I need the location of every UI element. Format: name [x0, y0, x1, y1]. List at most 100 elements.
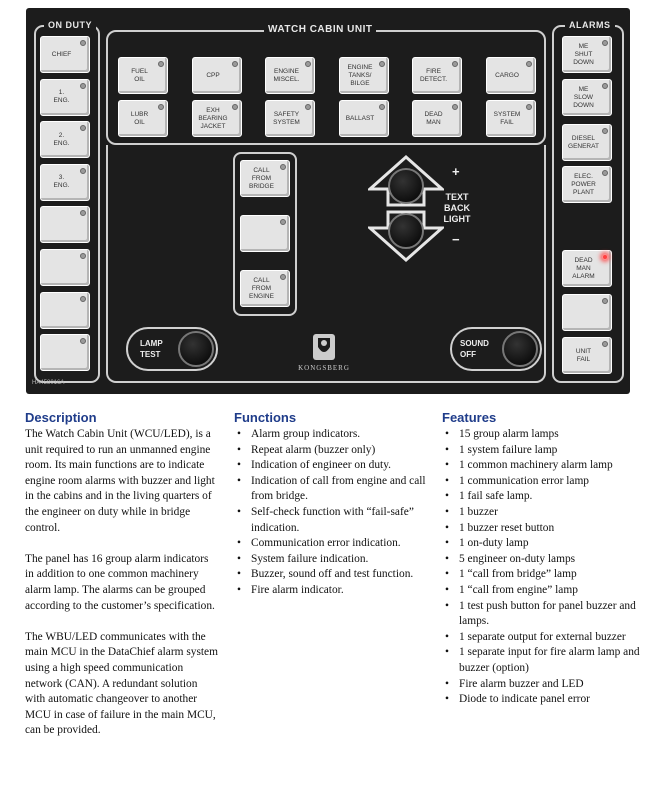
- on-duty-button-label: [44, 250, 79, 285]
- indicator-led-icon: [305, 61, 311, 67]
- group-button-label: ENGINE TANKS/ BILGE: [347, 63, 373, 87]
- indicator-led-icon: [80, 210, 86, 217]
- alarm-button-label: ME SHUT DOWN: [573, 42, 594, 66]
- alarm-button-label: DIESEL GENERAT: [568, 134, 599, 150]
- call-call-from-bridge-button[interactable]: CALL FROM BRIDGE: [240, 160, 290, 197]
- group-ballast-button[interactable]: BALLAST: [338, 100, 389, 137]
- description-section: Description The Watch Cabin Unit (WCU/LE…: [25, 410, 220, 754]
- description-paragraph: The Watch Cabin Unit (WCU/LED), is a uni…: [25, 428, 215, 534]
- group-button-label: ENGINE MISCEL.: [273, 67, 300, 83]
- backlight-up-knob[interactable]: [388, 168, 424, 204]
- features-section: Features 15 group alarm lamps1 system fa…: [442, 410, 642, 708]
- call-frame: [233, 152, 297, 316]
- group-engine-tanks-bilge-button[interactable]: ENGINE TANKS/ BILGE: [338, 57, 389, 94]
- functions-list-item: Repeat alarm (buzzer only): [234, 443, 426, 459]
- call-call-from-engine-button[interactable]: CALL FROM ENGINE: [240, 270, 290, 307]
- group-safety-system-button[interactable]: SAFETY SYSTEM: [265, 100, 315, 137]
- group-button-label: FIRE DETECT.: [419, 67, 448, 83]
- group-button-label: BALLAST: [345, 114, 375, 122]
- functions-list-item: Fire alarm indicator.: [234, 583, 426, 599]
- on-duty-3-eng-button[interactable]: 3. ENG.: [40, 163, 90, 201]
- indicator-led-icon: [378, 61, 385, 67]
- indicator-led-icon: [80, 253, 86, 259]
- on-duty-2-eng-button[interactable]: 2. ENG.: [40, 121, 90, 159]
- features-list-item: 15 group alarm lamps: [442, 427, 642, 443]
- features-list-item: 1 system failure lamp: [442, 443, 642, 459]
- on-duty-chief-button[interactable]: CHIEF: [40, 36, 90, 73]
- on-duty-1-eng-button[interactable]: 1. ENG.: [40, 78, 90, 116]
- functions-section: Functions Alarm group indicators.Repeat …: [234, 410, 426, 599]
- indicator-led-icon: [80, 295, 86, 302]
- lamp-test-control[interactable]: LAMP TEST: [126, 327, 218, 371]
- group-fuel-oil-button[interactable]: FUEL OIL: [118, 57, 168, 94]
- features-list-item: 1 communication error lamp: [442, 474, 642, 490]
- alarm-blank-button[interactable]: [562, 294, 612, 331]
- on-duty-button-label: [44, 335, 79, 370]
- features-list-item: 1 fail safe lamp.: [442, 489, 642, 505]
- alarm-me-slow-down-button[interactable]: ME SLOW DOWN: [562, 79, 612, 116]
- indicator-led-icon: [80, 40, 86, 46]
- indicator-led-icon: [525, 61, 532, 67]
- kongsberg-crest-icon: [313, 334, 335, 360]
- features-list-item: 1 separate input for fire alarm lamp and…: [442, 645, 642, 676]
- on-duty-title: ON DUTY: [44, 20, 96, 30]
- features-heading: Features: [442, 410, 497, 425]
- sound-off-knob[interactable]: [502, 331, 538, 367]
- features-list: 15 group alarm lamps1 system failure lam…: [442, 427, 642, 708]
- group-system-fail-button[interactable]: SYSTEM FAIL: [485, 100, 536, 137]
- group-fire-detect-button[interactable]: FIRE DETECT.: [412, 57, 462, 94]
- group-alarms-frame: [106, 30, 546, 145]
- group-button-label: SAFETY SYSTEM: [273, 110, 300, 126]
- features-list-item: 1 on-duty lamp: [442, 536, 642, 552]
- features-list-item: 1 “call from bridge” lamp: [442, 567, 642, 583]
- indicator-led-icon: [80, 125, 86, 132]
- group-cargo-button[interactable]: CARGO: [485, 57, 536, 94]
- on-duty-blank-button[interactable]: [40, 291, 90, 329]
- group-exh-bearing-jacket-button[interactable]: EXH BEARING JACKET: [191, 100, 242, 137]
- features-list-item: 1 separate output for external buzzer: [442, 630, 642, 646]
- indicator-led-icon: [80, 338, 86, 345]
- on-duty-blank-button[interactable]: [40, 334, 90, 372]
- indicator-led-icon: [602, 298, 608, 304]
- indicator-led-icon: [452, 104, 458, 110]
- alarm-diesel-generat-button[interactable]: DIESEL GENERAT: [562, 124, 612, 161]
- backlight-down-arrow[interactable]: [368, 210, 444, 262]
- indicator-led-icon: [602, 341, 608, 347]
- description-heading: Description: [25, 410, 97, 425]
- indicator-led-icon: [452, 61, 458, 67]
- indicator-led-icon: [602, 83, 608, 89]
- group-cpp-button[interactable]: CPP: [191, 57, 242, 94]
- indicator-led-icon: [525, 104, 532, 110]
- alarm-elec-power-plant-button[interactable]: ELEC. POWER PLANT: [562, 166, 612, 203]
- indicator-led-icon: [231, 104, 238, 110]
- alarm-me-shut-down-button[interactable]: ME SHUT DOWN: [562, 36, 612, 73]
- group-dead-man-button[interactable]: DEAD MAN: [412, 100, 462, 137]
- description-paragraph: The panel has 16 group alarm indicators …: [25, 552, 215, 612]
- on-duty-blank-button[interactable]: [40, 249, 90, 286]
- features-list-item: Fire alarm buzzer and LED: [442, 677, 642, 693]
- features-list-item: 1 test push button for panel buzzer and …: [442, 599, 642, 630]
- alarm-unit-fail-button[interactable]: UNIT FAIL: [562, 337, 612, 374]
- group-lubr-oil-button[interactable]: LUBR OIL: [118, 100, 168, 137]
- alarm-button-label: ME SLOW DOWN: [573, 85, 594, 109]
- backlight-minus-sign: −: [452, 232, 460, 247]
- part-number: HA458016A: [32, 380, 65, 386]
- backlight-down-knob[interactable]: [388, 213, 424, 249]
- group-button-label: CARGO: [495, 71, 519, 79]
- indicator-led-icon: [231, 61, 238, 67]
- on-duty-blank-button[interactable]: [40, 206, 90, 244]
- call-blank-button[interactable]: [240, 215, 290, 252]
- group-button-label: CPP: [206, 71, 220, 79]
- alarm-dead-man-alarm-button[interactable]: DEAD MAN ALARM: [562, 250, 612, 287]
- backlight-label: TEXT BACK LIGHT: [443, 192, 471, 224]
- backlight-up-arrow[interactable]: [368, 155, 444, 207]
- indicator-led-icon: [378, 104, 385, 110]
- indicator-led-icon: [158, 61, 164, 67]
- sound-off-label: SOUND OFF: [460, 339, 489, 359]
- description-paragraph: The WBU/LED communicates with the main M…: [25, 630, 218, 737]
- sound-off-control[interactable]: SOUND OFF: [450, 327, 542, 371]
- indicator-led-icon: [80, 82, 86, 89]
- alarm-button-label: UNIT FAIL: [575, 347, 592, 363]
- lamp-test-knob[interactable]: [178, 331, 214, 367]
- group-engine-miscel-button[interactable]: ENGINE MISCEL.: [265, 57, 315, 94]
